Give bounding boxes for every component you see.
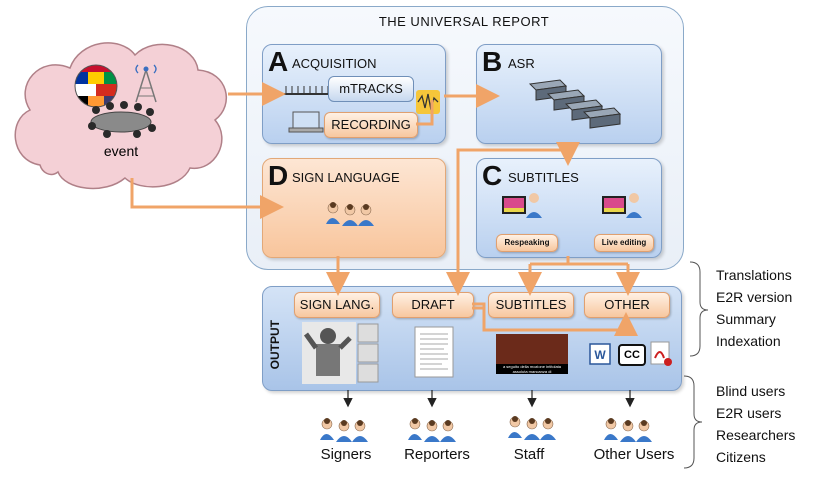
output-sign-lang: SIGN LANG. [294,292,380,318]
sign-language-letter: D [268,160,289,191]
output-draft: DRAFT [392,292,474,318]
people-group-icon [508,416,556,440]
user-other: Other Users [593,446,675,463]
people-group-icon [320,418,368,442]
people-group-icon [604,418,652,442]
other-output-item: Translations [716,267,792,283]
asr-letter: B [482,46,503,77]
respeaking-box: Respeaking [496,234,558,252]
subtitles-title: SUBTITLES [508,170,579,185]
monitor-icon [502,193,542,218]
pdf-doc-icon [650,341,672,366]
event-label: event [103,143,139,159]
target-user-item: Citizens [716,449,766,465]
document-icon [414,326,454,378]
closed-caption-icon: CC [618,344,646,366]
server-rack-icon [528,79,622,129]
diagram-title: THE UNIVERSAL REPORT [378,14,550,29]
acquisition-title: ACQUISITION [292,56,377,71]
audio-wave-icon [416,90,440,114]
sign-language-title: SIGN LANGUAGE [292,170,400,185]
other-output-item: Summary [716,311,776,327]
laptop-icon [288,111,324,133]
live-editing-box: Live editing [594,234,654,252]
word-doc-icon: W [589,343,611,365]
target-user-item: Blind users [716,383,786,399]
asr-title: ASR [508,56,535,71]
antenna-icon [135,64,157,103]
people-group-icon [408,418,456,442]
other-output-item: E2R version [716,289,793,305]
target-user-item: Researchers [716,427,796,443]
people-group-icon [326,202,374,226]
recording-box: RECORDING [324,112,418,138]
monitor-icon [602,193,642,218]
target-user-item: E2R users [716,405,782,421]
svg-text:W: W [594,348,606,362]
user-signers: Signers [320,446,372,463]
user-staff: Staff [513,446,545,463]
sign-video-icon [302,322,379,384]
output-subtitles: SUBTITLES [488,292,574,318]
other-output-item: Indexation [716,333,781,349]
subtitle-caption: a seguito della mozione intitolata assol… [496,364,568,374]
other-outputs-list: Translations E2R version Summary Indexat… [716,264,792,352]
mtracks-box: mTRACKS [328,76,414,102]
meeting-table-icon [88,101,156,138]
target-users-list: Blind users E2R users Researchers Citize… [716,380,795,468]
acquisition-letter: A [268,46,289,77]
user-reporters: Reporters [404,446,470,463]
subtitles-letter: C [482,160,503,191]
